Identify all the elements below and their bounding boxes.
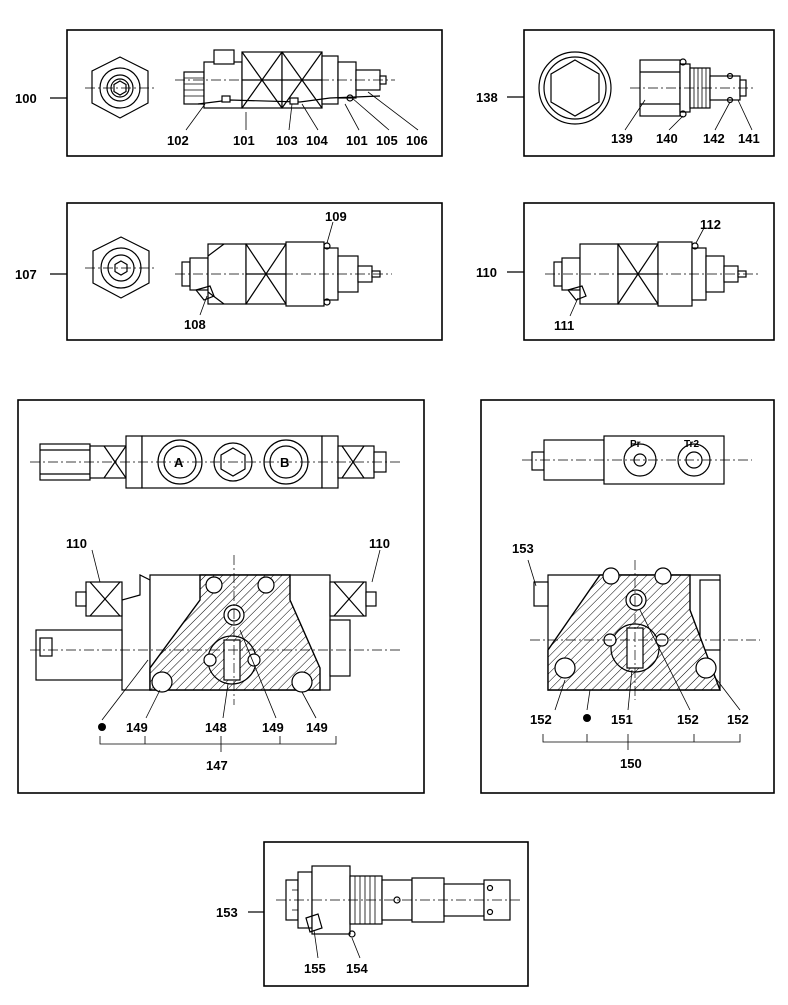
port-tr2-label: Tr2: [684, 439, 699, 450]
callout-110-right: 110: [369, 536, 390, 551]
callout-103: 103: [276, 133, 298, 148]
callout-100: 100: [15, 91, 37, 106]
section-front-view: [530, 560, 760, 700]
panel-100-relief-valve: 100: [15, 29, 443, 157]
callout-104: 104: [306, 133, 328, 148]
panel-107-valve: 107 108 109: [15, 202, 443, 341]
section-top-view: A B: [30, 435, 400, 489]
callout-152-b: 152: [677, 712, 699, 727]
panel-frame: [480, 399, 775, 794]
section-front-view: [30, 555, 400, 705]
valve-side-view: [175, 241, 392, 307]
callout-141: 141: [738, 131, 760, 146]
callout-154: 154: [346, 961, 368, 976]
callout-149-a: 149: [126, 720, 148, 735]
callout-107: 107: [15, 267, 37, 282]
hex-nut-end-view: [85, 236, 157, 299]
callout-106: 106: [406, 133, 428, 148]
callout-109: 109: [325, 209, 347, 224]
panel-150-valve-section: Pr Tr2 153 152: [480, 399, 775, 794]
callout-110-left: 110: [66, 536, 87, 551]
callout-138: 138: [476, 90, 498, 105]
callout-148: 148: [205, 720, 227, 735]
reference-dot: [583, 714, 591, 722]
port-b-label: B: [280, 455, 289, 470]
panel-frame: [523, 29, 775, 157]
reference-dot: [98, 723, 106, 731]
callout-151: 151: [611, 712, 633, 727]
panel-frame: [17, 399, 425, 794]
panel-147-valve-section: A B: [17, 399, 425, 794]
callout-101-b: 101: [346, 133, 368, 148]
callout-153: 153: [216, 905, 238, 920]
panel-138-plug: 138 139 140 142 141: [476, 29, 775, 157]
callout-111: 111: [554, 318, 574, 333]
plug-end-view: [538, 51, 612, 125]
callout-152-c: 152: [727, 712, 749, 727]
panel-153-cartridge: 153 155 154: [216, 841, 529, 987]
valve-side-view: [545, 241, 760, 307]
plug-side-view: [630, 58, 755, 118]
callout-152-a: 152: [530, 712, 552, 727]
callout-149-c: 149: [306, 720, 328, 735]
callout-112: 112: [700, 217, 721, 232]
port-a-label: A: [174, 455, 184, 470]
callout-108: 108: [184, 317, 206, 332]
callout-153-top: 153: [512, 541, 534, 556]
cartridge-side-view: [276, 865, 520, 938]
panel-frame: [263, 841, 529, 987]
callout-142: 142: [703, 131, 725, 146]
callout-155: 155: [304, 961, 326, 976]
callout-149-b: 149: [262, 720, 284, 735]
callout-101-a: 101: [233, 133, 255, 148]
section-top-view: Pr Tr2: [522, 435, 752, 485]
panel-frame: [66, 202, 443, 341]
callout-105: 105: [376, 133, 398, 148]
callout-110-panel: 110: [476, 265, 497, 280]
callout-140: 140: [656, 131, 678, 146]
callout-102: 102: [167, 133, 189, 148]
panel-110-valve: 110 112 111: [476, 202, 775, 341]
relief-valve-side-view: [175, 49, 395, 109]
port-pr-label: Pr: [630, 439, 641, 450]
callout-139: 139: [611, 131, 633, 146]
callout-147: 147: [206, 758, 228, 773]
callout-150: 150: [620, 756, 642, 771]
panel-frame: [66, 29, 443, 157]
hex-nut-end-view: [85, 56, 155, 119]
